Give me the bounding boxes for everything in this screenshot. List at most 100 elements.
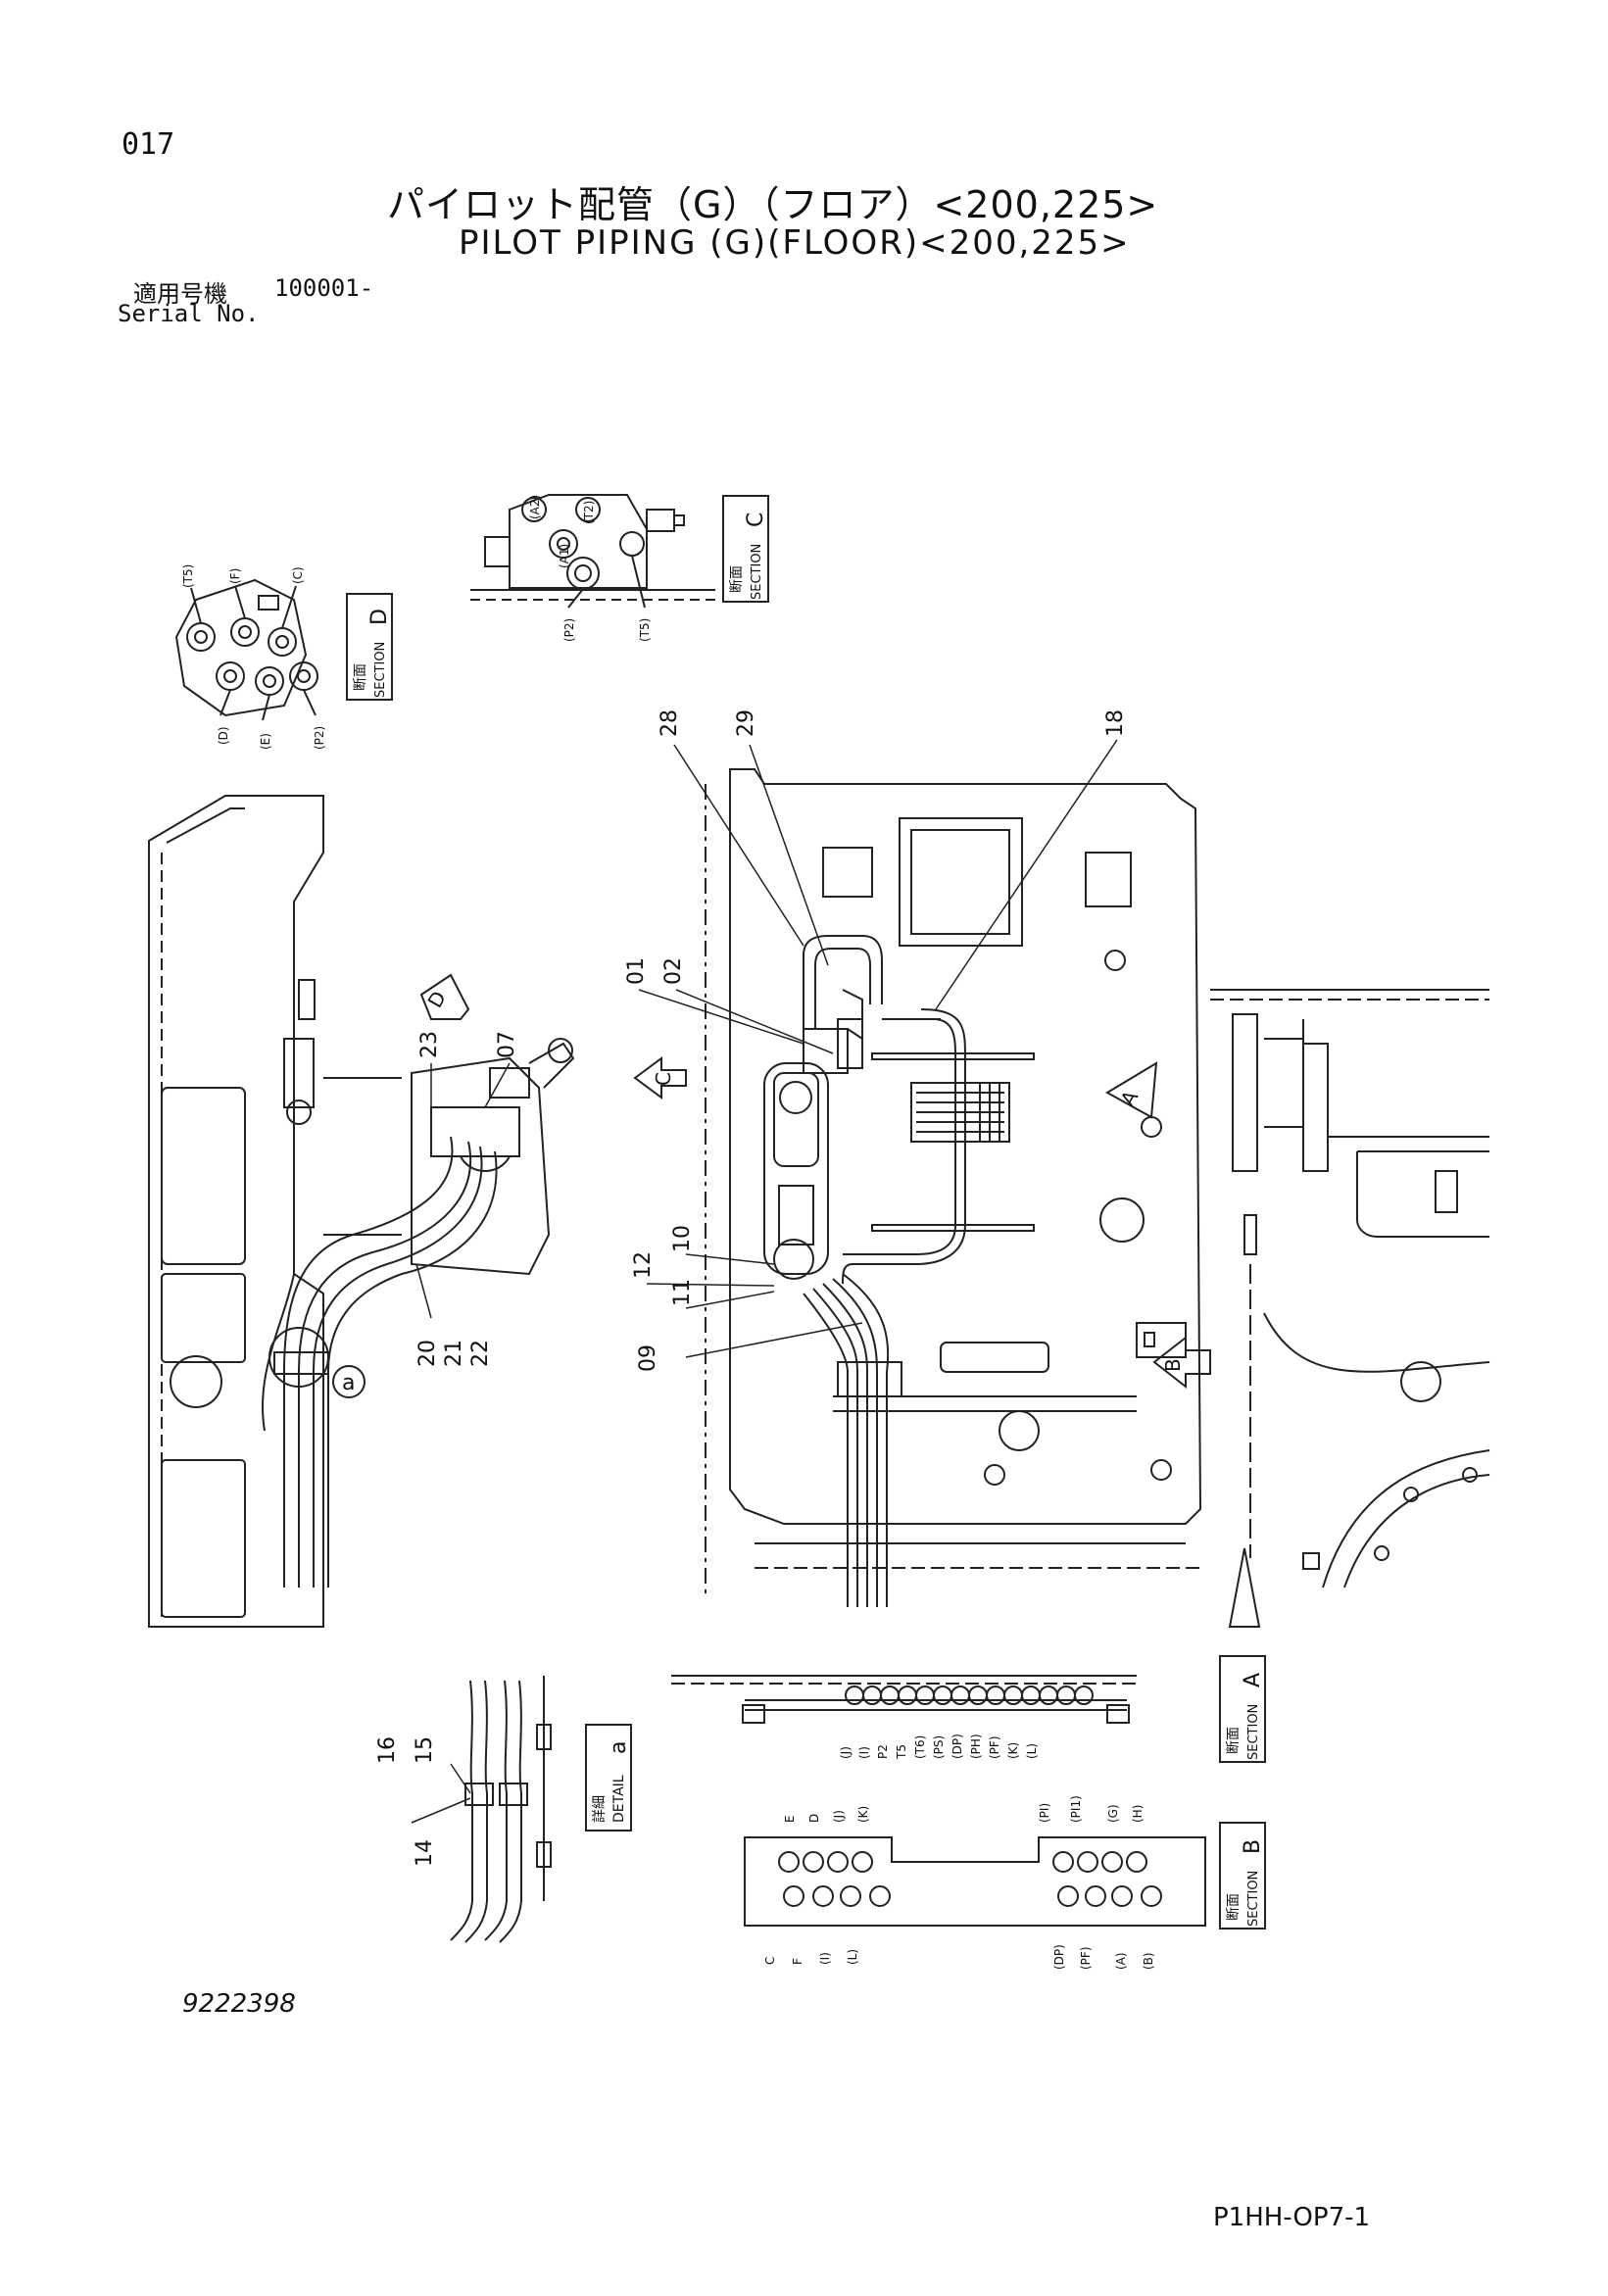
- pilot-pipes-floor: [803, 935, 1137, 1607]
- callout-12: 12: [631, 1251, 656, 1279]
- section-b-top-port-label: (G): [1106, 1804, 1120, 1823]
- section-a-word: SECTION: [1246, 1704, 1261, 1760]
- section-d-port-circles: [186, 617, 318, 696]
- left-side-frame-view: [148, 795, 402, 1628]
- section-a-view: [671, 1655, 1266, 1763]
- section-a-port-label: (PS): [932, 1735, 946, 1759]
- callout-02: 02: [661, 957, 686, 985]
- detail-a-letter: a: [607, 1741, 631, 1754]
- section-d-port-label: (E): [259, 733, 272, 750]
- section-a-port-label: (DP): [950, 1734, 964, 1759]
- callout-01: 01: [624, 957, 649, 985]
- view-arrow-a: [1105, 1061, 1158, 1119]
- page-code: P1HH-OP7-1: [1213, 2203, 1371, 2232]
- section-c-view: [470, 494, 769, 609]
- section-a-port-label: (I): [857, 1746, 871, 1759]
- serial-label-english: Serial No.: [118, 300, 260, 327]
- section-b-bottom-port-label: (PF): [1079, 1946, 1093, 1970]
- section-b-top-port-label: (J): [832, 1810, 846, 1823]
- section-d-port-label: (T5): [181, 564, 195, 588]
- callout-28: 28: [658, 709, 682, 737]
- view-arrow-a-label: A: [1116, 1086, 1144, 1109]
- section-b-top-port-label: (K): [856, 1806, 870, 1823]
- section-a-kanji: 断面: [1226, 1727, 1242, 1754]
- detail-marker-circle: [332, 1365, 365, 1398]
- section-c-letter: C: [744, 513, 768, 527]
- view-arrow-b: [1152, 1335, 1211, 1390]
- section-c-port-label: (T5): [638, 618, 652, 642]
- callout-11: 11: [670, 1279, 695, 1306]
- callout-21: 21: [442, 1340, 466, 1367]
- detail-a-kanji: 詳細: [592, 1795, 608, 1823]
- detail-a-view: [450, 1676, 632, 1943]
- section-d-port-label: (C): [291, 566, 305, 584]
- view-arrow-c-label: C: [652, 1072, 675, 1086]
- section-b-top-port-label: (PI): [1038, 1803, 1051, 1823]
- section-b-bottom-port-label: (I): [818, 1952, 832, 1965]
- section-b-top-port-label: (H): [1131, 1805, 1145, 1823]
- callout-07: 07: [495, 1031, 519, 1058]
- section-c-port-label: (P2): [562, 618, 576, 642]
- callout-22: 22: [468, 1340, 493, 1367]
- section-b-top-port-label: E: [783, 1815, 797, 1823]
- section-b-port-circles: [778, 1851, 1162, 1907]
- section-a-port-label: (J): [839, 1746, 853, 1759]
- section-d-kanji: 断面: [353, 663, 368, 691]
- pilot-hose-bundle-left: [268, 1136, 498, 1588]
- page-title-japanese: パイロット配管（G）（フロア）<200,225>: [387, 183, 1159, 226]
- section-d-view: [174, 578, 393, 721]
- callout-10: 10: [670, 1225, 695, 1252]
- section-a-port-label: (K): [1006, 1742, 1020, 1759]
- section-d-word: SECTION: [373, 642, 388, 698]
- section-d-letter: D: [367, 609, 392, 625]
- floor-plate-main: [705, 768, 1205, 1597]
- section-d-port-label: (F): [228, 568, 242, 584]
- control-valve-assembly: [411, 1038, 575, 1276]
- section-b-top-port-label: (PI1): [1069, 1795, 1083, 1823]
- section-b-word: SECTION: [1246, 1871, 1261, 1927]
- callout-15: 15: [413, 1736, 437, 1764]
- serial-number-range: 100001-: [274, 274, 374, 302]
- detail-a-word: DETAIL: [611, 1775, 627, 1823]
- section-a-port-label: (PF): [988, 1735, 1001, 1759]
- section-b-view: [744, 1822, 1266, 1930]
- section-a-port-label: T5: [895, 1744, 908, 1760]
- section-a-port-label: (L): [1025, 1743, 1039, 1759]
- callout-14: 14: [413, 1839, 437, 1867]
- callout-09: 09: [636, 1344, 660, 1372]
- section-b-bottom-port-label: (L): [846, 1949, 859, 1965]
- section-b-bottom-port-label: C: [763, 1957, 777, 1965]
- section-b-bottom-port-label: (B): [1142, 1952, 1155, 1970]
- view-arrow-d: [419, 973, 470, 1020]
- section-b-bottom-port-label: (DP): [1052, 1944, 1066, 1970]
- callout-leader-lines: [411, 739, 1118, 1824]
- section-b-top-port-label: D: [807, 1814, 821, 1823]
- section-a-port-label: (PH): [969, 1734, 983, 1759]
- section-b-bottom-port-label: F: [791, 1958, 804, 1965]
- section-c-port-label: (T2): [582, 501, 596, 524]
- callout-20: 20: [415, 1340, 440, 1367]
- detail-marker-label: a: [342, 1371, 355, 1395]
- callout-23: 23: [417, 1031, 442, 1058]
- pilot-control-unit: [763, 989, 863, 1280]
- section-a-port-circles: [845, 1685, 1094, 1705]
- view-arrow-b-label: B: [1161, 1358, 1185, 1372]
- right-frame-structure: [1210, 989, 1490, 1628]
- callout-29: 29: [734, 709, 758, 737]
- section-c-word: SECTION: [750, 544, 764, 600]
- section-b-letter: B: [1241, 1839, 1265, 1854]
- section-c-kanji: 断面: [729, 565, 745, 593]
- section-b-kanji: 断面: [1226, 1893, 1242, 1921]
- view-arrow-c: [633, 1056, 687, 1099]
- page-number: 017: [122, 127, 175, 162]
- section-a-port-label: (T6): [913, 1735, 927, 1759]
- section-d-port-label: (P2): [313, 726, 326, 750]
- section-a-port-label: P2: [876, 1744, 890, 1759]
- callout-18: 18: [1103, 709, 1128, 737]
- callout-16: 16: [375, 1736, 400, 1764]
- section-c-port-label: (A2): [528, 495, 542, 519]
- section-b-bottom-port-label: (A): [1114, 1952, 1128, 1970]
- section-a-letter: A: [1241, 1673, 1265, 1687]
- section-c-port-label: (A1): [558, 544, 571, 568]
